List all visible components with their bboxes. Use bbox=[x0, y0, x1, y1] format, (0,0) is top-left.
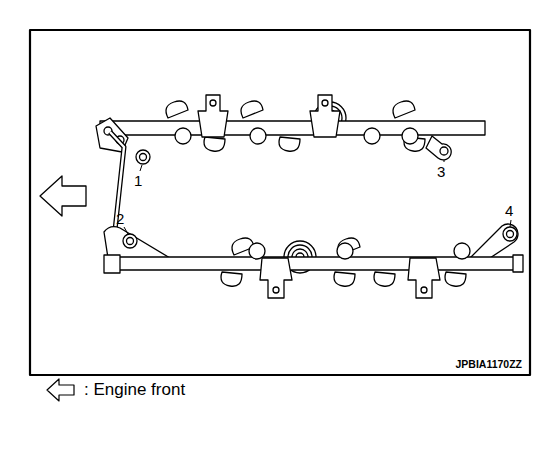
legend-text: : Engine front bbox=[84, 381, 185, 398]
leader-lines bbox=[124, 160, 511, 234]
figure-code: JPBIA1170ZZ bbox=[455, 359, 522, 370]
front-arrow bbox=[40, 176, 86, 216]
callout-number: 1 bbox=[134, 173, 142, 188]
callout-number: 4 bbox=[505, 203, 513, 218]
figure-frame bbox=[30, 30, 530, 375]
legend-arrow-swatch bbox=[47, 379, 74, 401]
callout-number: 2 bbox=[116, 211, 124, 226]
lower-fuel-rail bbox=[104, 224, 523, 298]
upper-fuel-rail bbox=[96, 95, 485, 164]
callout-number: 3 bbox=[437, 164, 445, 179]
